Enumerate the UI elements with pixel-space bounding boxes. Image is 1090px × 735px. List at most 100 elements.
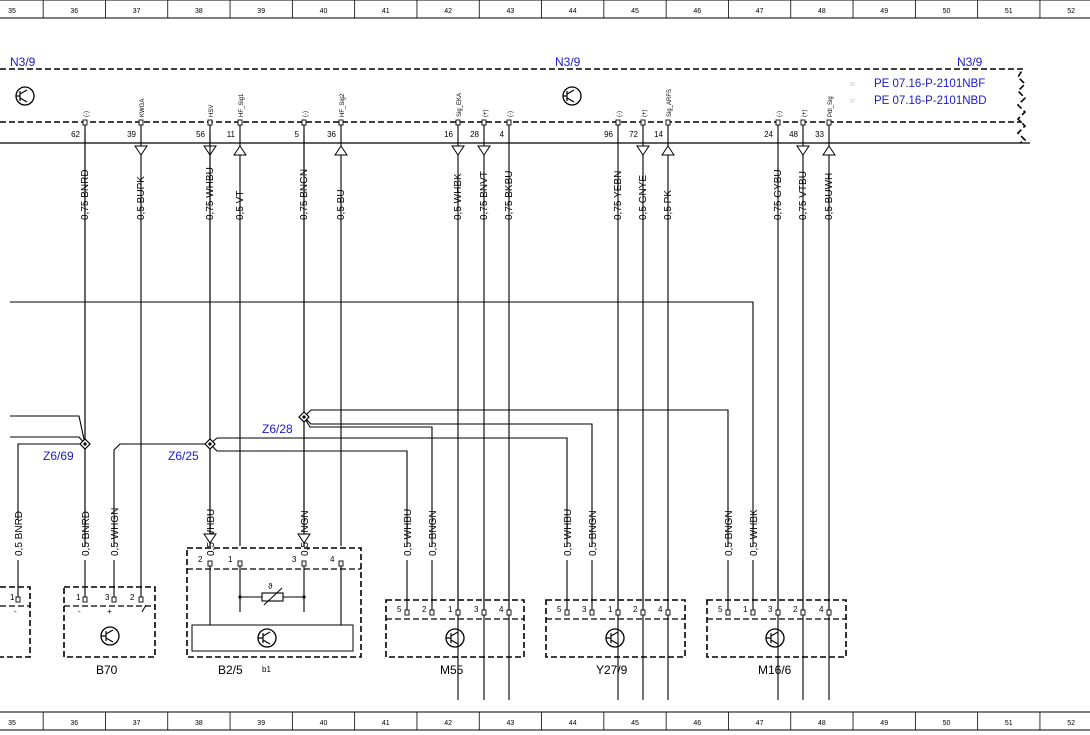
reference-link-text[interactable]: PE 07.16-P-2101NBD (874, 95, 987, 107)
signal-label: (-) (84, 111, 90, 117)
transistor-icon (765, 628, 785, 648)
pin-number: 4 (330, 555, 335, 564)
component-label: M16/6 (758, 663, 792, 677)
transistor-icon (15, 86, 35, 106)
splice-label: Z6/25 (168, 449, 199, 463)
pin-number: 3 (292, 555, 297, 564)
reference-link[interactable]: ☞ PE 07.16-P-2101NBD (850, 95, 987, 107)
pin-number: 36 (327, 130, 336, 139)
component-partial[interactable]: 1- (0, 560, 31, 658)
pin-number: 1 (228, 555, 233, 564)
column-number: 38 (195, 8, 203, 15)
column-number: 35 (8, 8, 16, 15)
pin-number: 3 (582, 605, 587, 614)
column-number: 51 (1005, 8, 1013, 15)
reference-link-text[interactable]: PE 07.16-P-2101NBF (874, 78, 985, 90)
pin-number: 5 (718, 605, 723, 614)
column-number: 44 (569, 8, 577, 15)
component-label: B70 (96, 663, 118, 677)
polarity-label: + (107, 607, 112, 616)
signal-label: (+) (802, 109, 808, 117)
transistor-icon (445, 628, 465, 648)
pin-number: 24 (764, 130, 773, 139)
polarity-label: - (14, 607, 17, 616)
column-number: 36 (70, 8, 78, 15)
pin-number: 39 (127, 130, 136, 139)
pin-number: 62 (71, 130, 80, 139)
column-number: 49 (880, 720, 888, 727)
signal-label: HF_Sig1 (239, 93, 245, 117)
pin-number: 5 (557, 605, 562, 614)
splice-points: Z6/69 Z6/25 Z6/28 (43, 411, 310, 463)
pin-number: 1 (10, 593, 15, 602)
column-number: 41 (382, 720, 390, 727)
transistor-icon (562, 86, 582, 106)
wire-label: 0,5 BNGN (588, 510, 599, 556)
column-number: 40 (320, 8, 328, 15)
pin-number: 11 (227, 130, 236, 139)
pin-number: 1 (608, 605, 613, 614)
theta-symbol: ϑ (268, 582, 273, 591)
pin-number: 2 (130, 593, 135, 602)
wire-label: 0,5 WHBU (206, 509, 217, 556)
reference-link[interactable]: ☞ PE 07.16-P-2101NBF (850, 78, 985, 90)
transistor-icon (257, 628, 277, 648)
pin-number: 56 (196, 130, 205, 139)
component-label: M55 (440, 663, 464, 677)
column-number: 52 (1067, 720, 1075, 727)
module-label: N3/9 (555, 55, 581, 69)
pin-number: 96 (604, 130, 613, 139)
signal-label: (-) (508, 111, 514, 117)
wire-label: 0,5 WHBK (453, 173, 464, 220)
column-number: 47 (756, 720, 764, 727)
pin-number: 48 (789, 130, 798, 139)
column-number: 40 (320, 720, 328, 727)
splice-z6-28[interactable]: Z6/28 (262, 411, 310, 436)
column-number: 49 (880, 8, 888, 15)
pin-number: 5 (295, 130, 300, 139)
column-number: 50 (943, 8, 951, 15)
wire-label: 0,5 WHGN (110, 508, 121, 556)
signal-label: HF_Sig2 (340, 93, 346, 117)
pin-number: 2 (633, 605, 638, 614)
connector-pin-5[interactable]: 5(-)0,75 BNGN (295, 111, 310, 546)
pin-number: 4 (658, 605, 663, 614)
module-label: N3/9 (957, 55, 983, 69)
column-number: 43 (507, 8, 515, 15)
transistor-icon (100, 626, 120, 646)
signal-label: (-) (303, 111, 309, 117)
splice-z6-69[interactable]: Z6/69 (43, 438, 91, 463)
signal-label: Sig_ARFS (667, 89, 673, 117)
module-label: N3/9 (10, 55, 36, 69)
column-number: 42 (444, 8, 452, 15)
connector-pin-62[interactable]: 62(-)0,75 BNRD (71, 111, 91, 546)
column-number: 50 (943, 720, 951, 727)
signal-label: HSV (209, 105, 215, 117)
subcomponent-label: b1 (262, 665, 271, 674)
column-number: 52 (1067, 8, 1075, 15)
splice-z6-25[interactable]: Z6/25 (168, 438, 216, 463)
wire-label: 0,75 VTBU (798, 171, 809, 220)
signal-label: (+) (642, 109, 648, 117)
polarity-label: - (78, 607, 81, 616)
wire-label: 0,5 BNGN (724, 510, 735, 556)
pin-number: 28 (470, 130, 479, 139)
column-number: 42 (444, 720, 452, 727)
pin-number: 4 (819, 605, 824, 614)
pin-number: 1 (448, 605, 453, 614)
wire-label: 0,5 GNYE (638, 175, 649, 220)
column-number: 46 (693, 8, 701, 15)
pin-number: 4 (499, 605, 504, 614)
